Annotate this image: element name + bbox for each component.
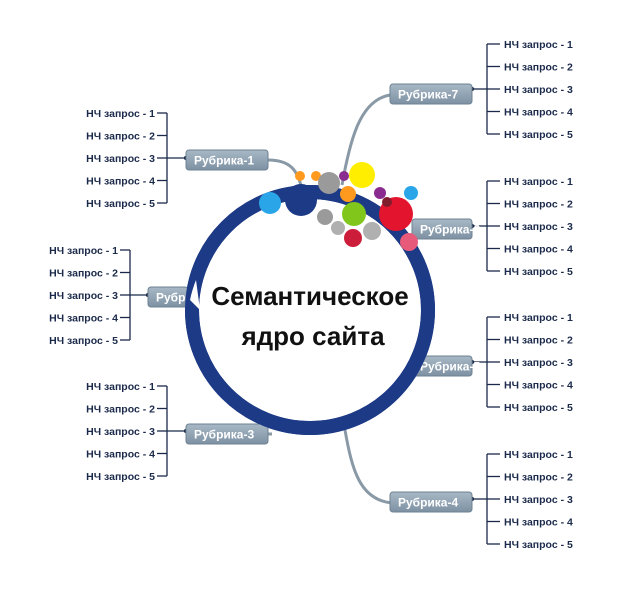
center-title-line-2: ядро сайта (240, 321, 385, 351)
query-label: НЧ запрос - 4 (504, 107, 573, 119)
query-label: НЧ запрос - 4 (504, 244, 573, 256)
query-label: НЧ запрос - 5 (504, 129, 573, 141)
bubble-6 (342, 202, 366, 226)
rubric-label-1: Рубрика-1 (194, 154, 254, 168)
query-label: НЧ запрос - 2 (504, 62, 573, 74)
rubric-box-6 (411, 218, 473, 240)
bubble-16 (404, 186, 418, 200)
rubric-label-4: Рубрика-4 (398, 496, 458, 510)
rubric-group-7: Рубрика-7 НЧ запрос - 1 НЧ запрос - 2 НЧ за… (389, 39, 573, 141)
query-label: НЧ запрос - 4 (504, 380, 573, 392)
query-label: НЧ запрос - 1 (504, 176, 573, 188)
rubric-label-6: Рубрика-6 (420, 223, 480, 237)
bubble-3 (311, 171, 321, 181)
query-label: НЧ запрос - 3 (504, 84, 573, 96)
query-label: НЧ запрос - 3 (86, 426, 155, 438)
rubric-group-6: Рубрика-6 НЧ запрос - 1 НЧ запрос - 2 НЧ за… (411, 176, 573, 278)
query-label: НЧ запрос - 2 (504, 472, 573, 484)
bubble-7 (340, 186, 356, 202)
query-label: НЧ запрос - 5 (504, 402, 573, 414)
bubble-15 (382, 197, 392, 207)
bubble-5 (285, 184, 317, 216)
query-label: НЧ запрос - 1 (504, 312, 573, 324)
query-label: НЧ запрос - 1 (504, 39, 573, 51)
bubble-17 (339, 171, 349, 181)
query-label: НЧ запрос - 1 (504, 449, 573, 461)
rubric-group-5: Рубрика-5 НЧ запрос - 1 НЧ запрос - 2 НЧ за… (411, 312, 573, 414)
query-label: НЧ запрос - 3 (504, 357, 573, 369)
rubric-group-1: Рубрика-1 НЧ запрос - 1 НЧ запрос - 2 НЧ за… (86, 108, 269, 210)
query-label: НЧ запрос - 3 (49, 290, 118, 302)
query-label: НЧ запрос - 4 (504, 517, 573, 529)
ring-cover (190, 280, 200, 310)
rubric-label-7: Рубрика-7 (398, 88, 458, 102)
rubric-box-7 (389, 83, 473, 105)
rubric-box-3 (185, 423, 269, 445)
rubric-box-1 (185, 149, 269, 171)
query-label: НЧ запрос - 1 (49, 245, 118, 257)
bubble-4 (318, 172, 340, 194)
rubric-box-4 (389, 491, 473, 513)
query-label: НЧ запрос - 2 (86, 131, 155, 143)
bubble-13 (317, 209, 333, 225)
query-label: НЧ запрос - 2 (504, 335, 573, 347)
query-label: НЧ запрос - 3 (504, 494, 573, 506)
query-label: НЧ запрос - 4 (86, 449, 155, 461)
query-label: НЧ запрос - 1 (86, 108, 155, 120)
connector-rubric-7 (340, 93, 391, 186)
rubric-label-3: Рубрика-3 (194, 428, 254, 442)
bubble-10 (400, 233, 418, 251)
query-label: НЧ запрос - 2 (504, 199, 573, 211)
query-label: НЧ запрос - 2 (49, 268, 118, 280)
query-label: НЧ запрос - 5 (504, 539, 573, 551)
bubble-2 (349, 162, 375, 188)
bubble-8 (259, 192, 281, 214)
query-label: НЧ запрос - 4 (49, 313, 118, 325)
bubble-cluster (259, 162, 418, 251)
query-label: НЧ запрос - 5 (504, 266, 573, 278)
bubble-18 (295, 171, 305, 181)
query-label: НЧ запрос - 3 (86, 153, 155, 165)
query-label: НЧ запрос - 1 (86, 381, 155, 393)
connector-rubric-4 (343, 429, 393, 505)
query-label: НЧ запрос - 2 (86, 404, 155, 416)
query-label: НЧ запрос - 5 (86, 198, 155, 210)
query-label: НЧ запрос - 5 (49, 335, 118, 347)
bubble-9 (374, 187, 386, 199)
rubric-group-3: Рубрика-3 НЧ запрос - 1 НЧ запрос - 2 НЧ за… (86, 381, 269, 483)
rubric-groups: Рубрика-1 НЧ запрос - 1 НЧ запрос - 2 НЧ за… (49, 39, 573, 551)
bubble-12 (363, 222, 381, 240)
center-title-line-1: Семантическое (211, 281, 408, 311)
bubble-14 (331, 221, 345, 235)
bubble-11 (344, 229, 362, 247)
rubric-label-5: Рубрика-5 (420, 360, 480, 374)
query-label: НЧ запрос - 5 (86, 471, 155, 483)
query-label: НЧ запрос - 4 (86, 176, 155, 188)
rubric-group-4: Рубрика-4 НЧ запрос - 1 НЧ запрос - 2 НЧ за… (389, 449, 573, 551)
query-label: НЧ запрос - 3 (504, 221, 573, 233)
